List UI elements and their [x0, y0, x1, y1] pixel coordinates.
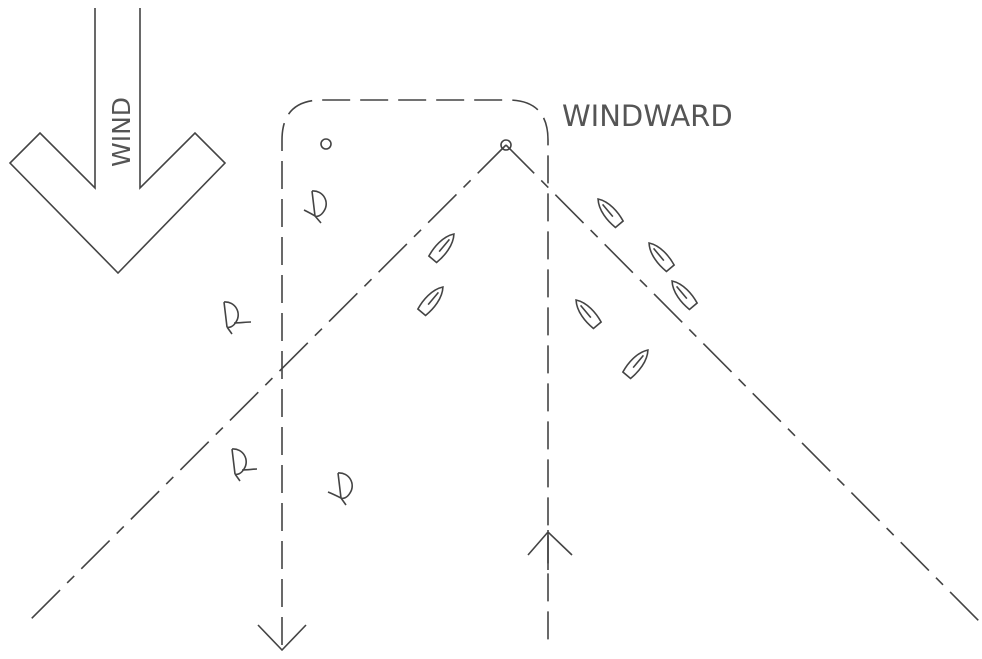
boat-downwind-2: [223, 301, 252, 335]
boat-upwind-3: [597, 197, 625, 229]
windward-mark: [500, 139, 512, 151]
boat-upwind-7: [621, 348, 649, 380]
boat-downwind-1: [303, 190, 327, 224]
port-layline: [24, 144, 507, 626]
boat-upwind-5: [671, 279, 699, 311]
boat-upwind-6: [575, 298, 603, 330]
boat-upwind-1: [427, 232, 455, 264]
downwind-arrow-icon: [257, 624, 307, 652]
boat-upwind-4: [648, 241, 676, 273]
upwind-arrow-icon: [527, 530, 573, 570]
wind-label: WIND: [107, 97, 136, 167]
boat-upwind-2: [416, 285, 444, 317]
starboard-layline: [505, 144, 981, 623]
windward-zone-boundary: [281, 99, 549, 645]
boat-downwind-4: [327, 472, 353, 506]
boat-downwind-3: [231, 448, 258, 482]
windward-label: WINDWARD: [562, 99, 733, 133]
wind-arrow-icon: [8, 8, 227, 275]
windward-mark-secondary: [320, 138, 332, 150]
